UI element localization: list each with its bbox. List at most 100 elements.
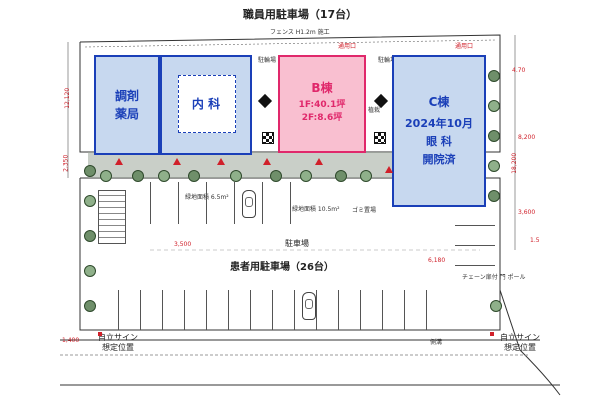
stall-line: [118, 290, 119, 330]
greenery-label: 植栽: [368, 107, 381, 114]
stall-line: [184, 290, 185, 330]
road-label: 側溝: [430, 339, 443, 346]
sign-left-line1: 自立サイン: [98, 333, 138, 342]
sign-right-line2: 想定位置: [504, 342, 536, 352]
stall-line: [272, 290, 273, 330]
stall-line: [206, 290, 207, 330]
tree-icon: [84, 230, 96, 242]
tree-icon: [488, 130, 500, 142]
bike-label-2: 駐輪場: [378, 57, 397, 64]
dim-right-v2: 4.70: [512, 67, 526, 74]
fence-label: フェンス H1.2m 施工: [270, 29, 330, 36]
stall-line: [294, 290, 295, 330]
trash-label: ゴミ置場: [352, 207, 377, 214]
entrance-marker: [173, 158, 181, 165]
tree-icon: [270, 170, 282, 182]
stall-line: [316, 290, 317, 330]
internal-dashed-area: [178, 75, 236, 133]
building-b: B棟 1F:40.1坪 2F:8.6坪: [278, 55, 366, 153]
tree-icon: [100, 170, 112, 182]
tree-icon: [488, 190, 500, 202]
page-title: 職員用駐車場（17台）: [242, 8, 358, 21]
dim-left-2: 3,500: [174, 241, 192, 248]
building-b-floor1: 1F:40.1坪: [298, 100, 346, 110]
entrance-marker: [115, 158, 123, 165]
bike-label: 駐輪場: [258, 57, 277, 64]
sign-left: 自立サイン 想定位置: [98, 333, 138, 352]
sign-left-line2: 想定位置: [102, 342, 134, 352]
tree-icon: [488, 100, 500, 112]
dim-left-v2: 2,350: [62, 154, 70, 172]
stall-line: [140, 290, 141, 330]
stall-line: [162, 290, 163, 330]
entrance-marker: [217, 158, 225, 165]
stall-line: [426, 290, 427, 330]
parking-center-label: 駐車場: [285, 239, 309, 248]
sign-right: 自立サイン 想定位置: [500, 333, 540, 352]
stall-line: [382, 290, 383, 330]
tree-icon: [188, 170, 200, 182]
sign-right-line1: 自立サイン: [500, 333, 540, 342]
entrance-label-2: 通用口: [455, 43, 474, 50]
entrance-marker: [385, 166, 393, 173]
stall-line: [234, 182, 235, 224]
stall-line: [455, 265, 495, 266]
dim-left-1: 1,400: [62, 337, 80, 344]
dim-right-2: 8,200: [518, 134, 536, 141]
dim-left-v1: 12,120: [64, 87, 72, 109]
tree-icon: [335, 170, 347, 182]
dim-right-v1: 18,200: [511, 152, 519, 174]
tree-icon: [84, 165, 96, 177]
dim-right-3: 3,600: [518, 209, 536, 216]
building-c: C棟 2024年10月 眼 科 開院済: [392, 55, 486, 207]
stall-line: [455, 245, 495, 246]
entrance-marker: [315, 158, 323, 165]
stall-line: [455, 225, 495, 226]
tree-icon: [230, 170, 242, 182]
tree-icon: [488, 70, 500, 82]
patient-parking-label: 患者用駐車場（26台）: [230, 262, 334, 273]
building-c-line1: 2024年10月: [405, 117, 473, 130]
building-c-line2: 眼 科: [426, 135, 452, 148]
sign-post-right: [490, 332, 494, 336]
stall-line: [150, 182, 151, 224]
sign-post-left: [98, 332, 102, 336]
stall-line: [228, 290, 229, 330]
tree-icon: [158, 170, 170, 182]
pharmacy-label-1: 調剤: [114, 89, 139, 103]
tree-icon: [360, 170, 372, 182]
tree-icon: [84, 300, 96, 312]
chain-label: チェーン扉付 門 ポール: [462, 274, 526, 281]
tree-icon: [300, 170, 312, 182]
internal-medicine-label: 内 科: [191, 97, 221, 111]
entrance-label-1: 通用口: [338, 43, 357, 50]
building-c-line3: 開院済: [422, 153, 456, 166]
entrance-marker: [263, 158, 271, 165]
tree-icon: [84, 195, 96, 207]
stall-line: [206, 182, 207, 224]
building-c-name: C棟: [428, 95, 450, 109]
building-b-name: B棟: [311, 81, 333, 95]
building-b-floor2: 2F:8.6坪: [301, 113, 343, 123]
stall-line: [338, 290, 339, 330]
bike-rack: [98, 190, 126, 244]
tactile-marker: [374, 132, 386, 144]
stall-line: [360, 290, 361, 330]
pharmacy-label-2: 薬局: [114, 107, 139, 121]
tactile-marker: [262, 132, 274, 144]
tree-icon: [84, 265, 96, 277]
car-icon: [242, 190, 256, 218]
dim-right-4: 1.5: [530, 237, 540, 244]
stall-line: [178, 182, 179, 224]
stall-line: [404, 290, 405, 330]
stall-line: [262, 182, 263, 224]
building-internal-medicine: 内 科: [160, 55, 252, 155]
tree-icon: [488, 160, 500, 172]
dim-right-1: 6,180: [428, 257, 446, 264]
greenery-area-label: 緑地面積 10.5m²: [292, 206, 340, 213]
car-icon: [302, 292, 316, 320]
tree-icon: [490, 300, 502, 312]
tree-icon: [132, 170, 144, 182]
stall-line: [250, 290, 251, 330]
stall-line: [290, 182, 291, 224]
